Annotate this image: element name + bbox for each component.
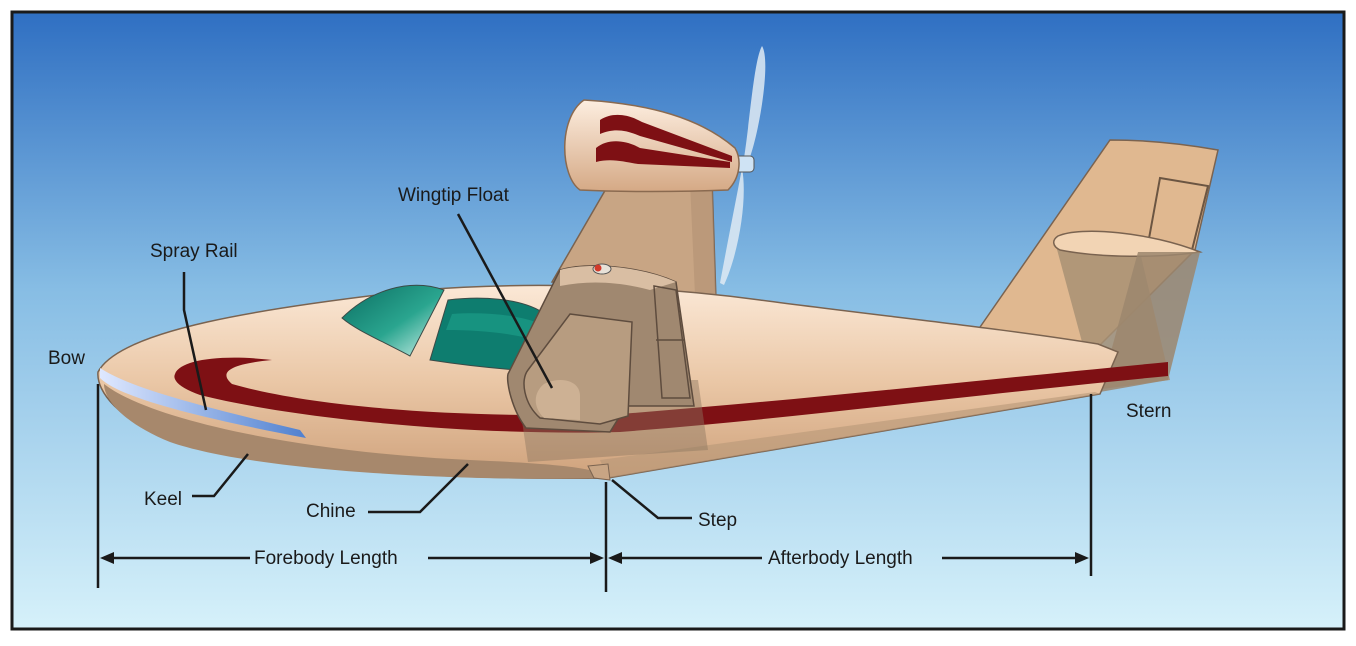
label-spray-rail: Spray Rail — [150, 241, 238, 262]
fuselage-stripe — [174, 357, 1169, 433]
label-wingtip-float: Wingtip Float — [398, 185, 510, 206]
step-leader — [611, 479, 692, 520]
label-forebody-length: Forebody Length — [254, 548, 398, 569]
keel-leader — [192, 453, 249, 498]
engine-nacelle — [564, 99, 740, 193]
label-stern: Stern — [1126, 401, 1171, 422]
hull-step — [587, 463, 611, 481]
chine-leader — [368, 463, 469, 514]
dimension-arrowheads — [100, 552, 1089, 564]
wingtip-float — [506, 263, 695, 433]
label-step: Step — [698, 510, 737, 531]
hull-bottom — [104, 384, 608, 479]
label-keel: Keel — [144, 489, 182, 510]
windshield — [341, 284, 445, 357]
aileron — [653, 285, 691, 399]
label-chine: Chine — [306, 501, 356, 522]
label-afterbody-length: Afterbody Length — [768, 548, 913, 569]
dimension-lines — [96, 384, 1093, 592]
nacelle-stripe — [600, 114, 732, 162]
spray-rail — [100, 368, 306, 438]
vertical-tail — [976, 139, 1219, 392]
spray-rail-leader — [182, 272, 208, 411]
leader-lines — [182, 213, 692, 520]
label-bow: Bow — [48, 348, 85, 369]
wingtip-float-leader — [456, 213, 554, 389]
